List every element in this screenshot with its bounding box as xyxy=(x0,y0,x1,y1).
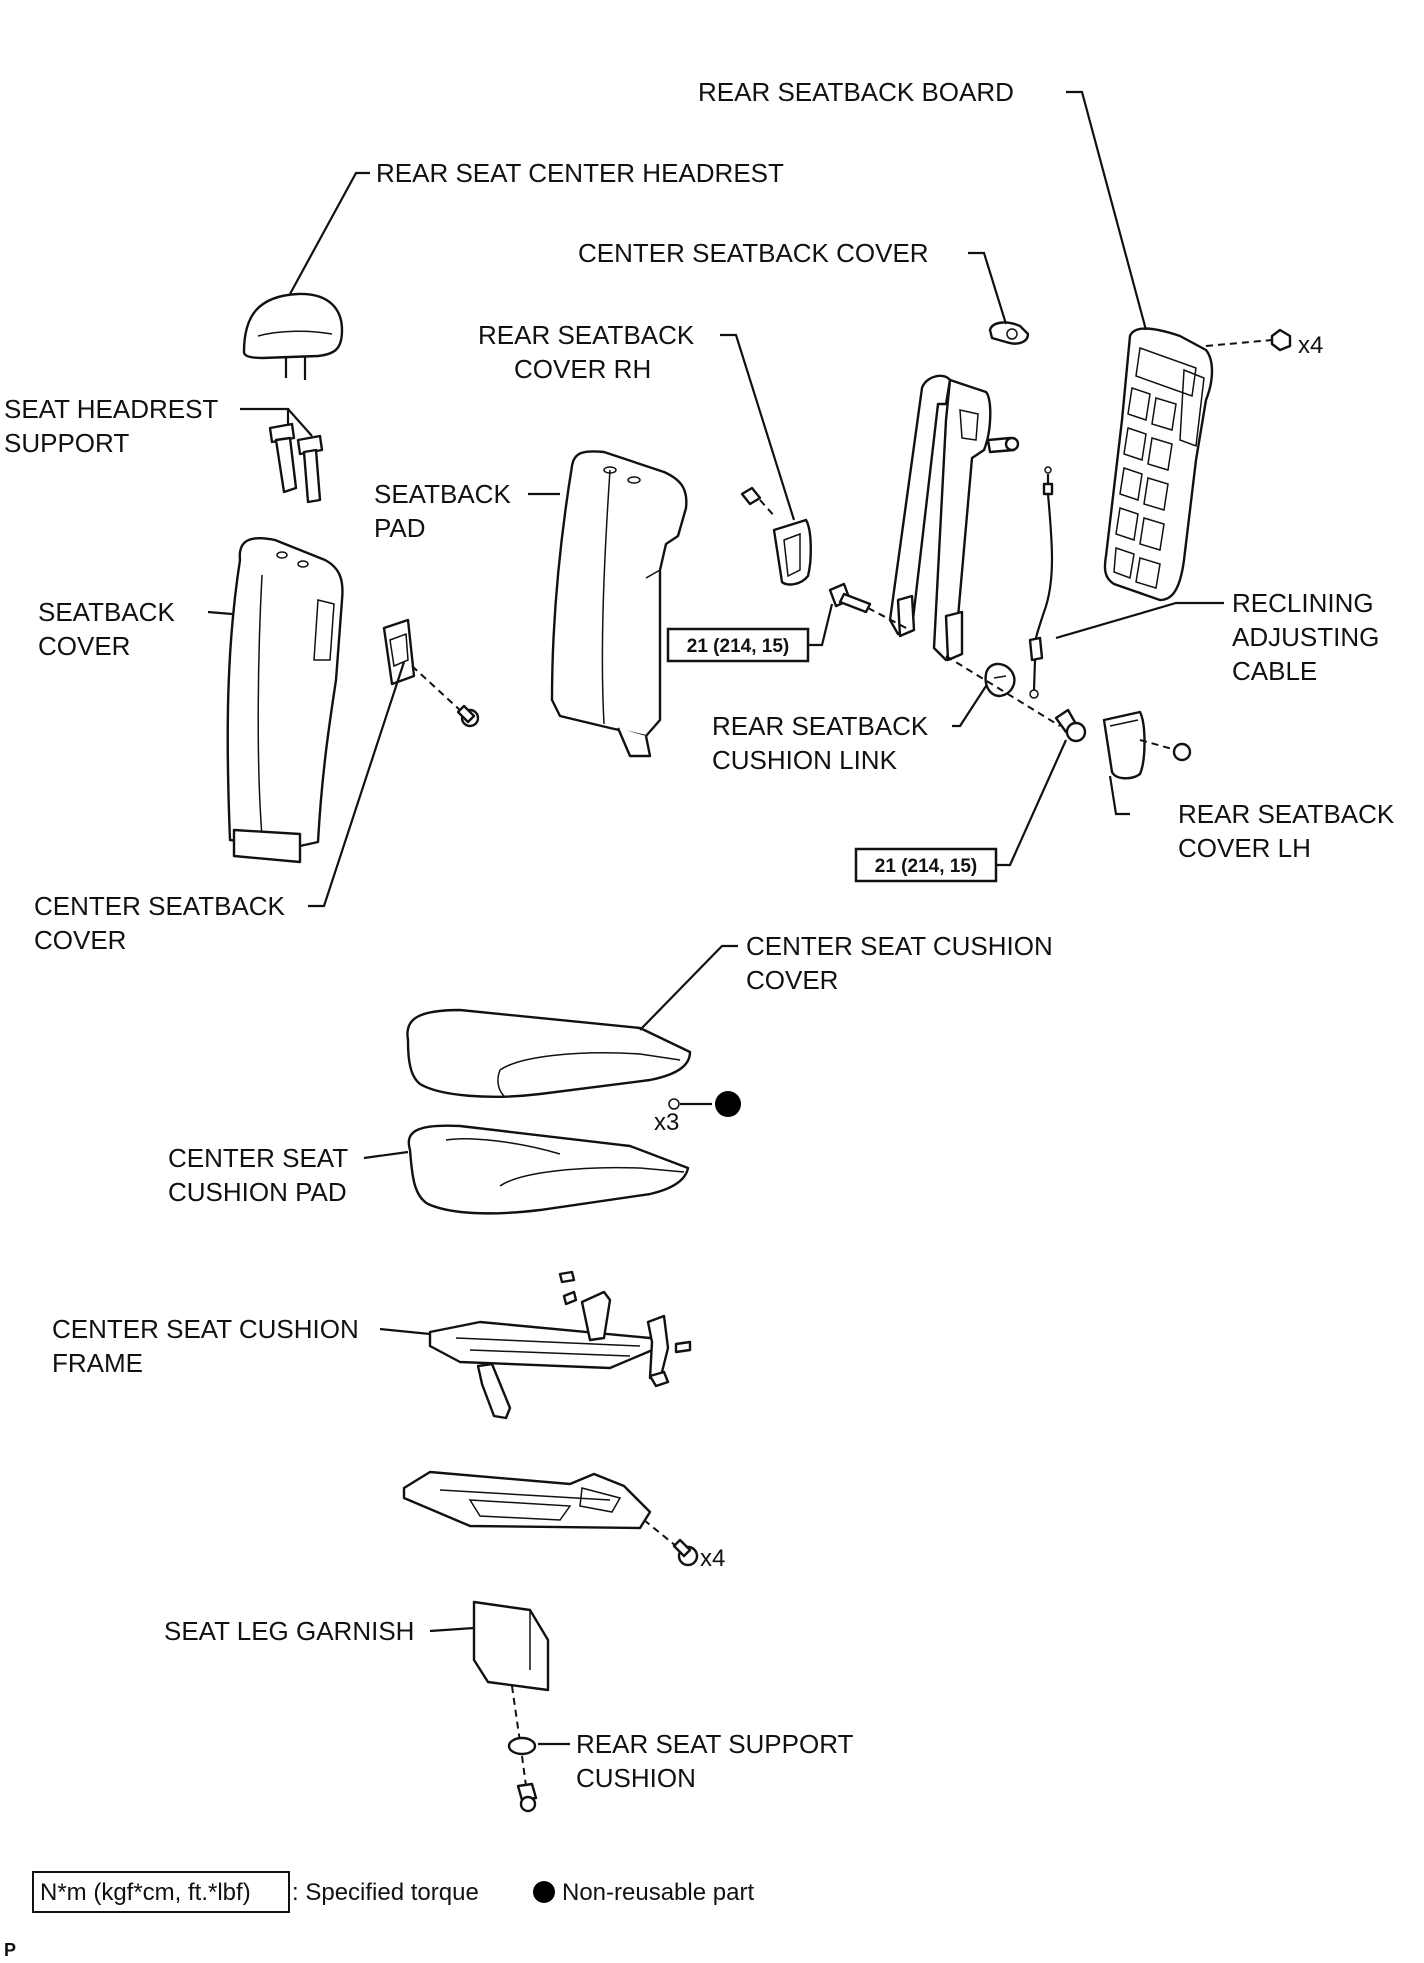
label-center-seatback-cover-line1: CENTER SEATBACK xyxy=(34,891,286,921)
center-seatback-cover-clip-drawing xyxy=(382,618,480,728)
support-cushion-drawing xyxy=(507,1736,538,1813)
label-seatback-pad-line1: SEATBACK xyxy=(374,479,511,509)
cushion-pad-drawing xyxy=(407,1124,690,1215)
label-seatback-cover-line1: SEATBACK xyxy=(38,597,175,627)
legend-torque-box-text: N*m (kgf*cm, ft.*lbf) xyxy=(40,1879,251,1906)
label-center-seatback-cover-top: CENTER SEATBACK COVER xyxy=(578,238,929,268)
label-cover-lh-line1: REAR SEATBACK xyxy=(1178,799,1395,829)
label-rear-seatback-board: REAR SEATBACK BOARD xyxy=(698,77,1014,107)
label-center-seatback-cover-line2: COVER xyxy=(34,925,126,955)
torque-bolt-upper-drawing xyxy=(828,582,911,631)
cushion-cover-drawing xyxy=(406,1008,741,1117)
headrest-drawing xyxy=(242,292,344,380)
label-reclining-cable-line1: RECLINING xyxy=(1232,588,1374,618)
label-cushion-frame-line2: FRAME xyxy=(52,1348,143,1378)
footer-code: P xyxy=(4,1940,16,1960)
seatback-cover-rh-drawing xyxy=(740,486,812,586)
label-rear-seatback-cover-rh-line2: COVER RH xyxy=(514,354,651,384)
torque-bolt-lower-drawing xyxy=(1054,708,1087,743)
legend-nonreusable-text: Non-reusable part xyxy=(562,1879,754,1906)
headrest-support-drawing xyxy=(268,422,324,504)
torque-box-upper: 21 (214, 15) xyxy=(666,627,810,663)
seatback-pad-drawing xyxy=(550,450,688,758)
label-support-cushion-line1: REAR SEAT SUPPORT xyxy=(576,1729,854,1759)
nonreusable-dot-icon xyxy=(533,1881,555,1903)
seat-leg-garnish-drawing xyxy=(472,1600,550,1743)
torque-box-lower: 21 (214, 15) xyxy=(854,847,998,883)
label-cushion-cover-line2: COVER xyxy=(746,965,838,995)
legend: N*m (kgf*cm, ft.*lbf) : Specified torque… xyxy=(32,1871,754,1913)
cushion-tray-drawing xyxy=(402,1470,699,1567)
legend-torque-text: : Specified torque xyxy=(292,1879,479,1906)
label-reclining-cable-line2: ADJUSTING xyxy=(1232,622,1379,652)
seatback-cover-lh-drawing xyxy=(1102,710,1192,780)
cushion-frame-drawing xyxy=(428,1270,692,1420)
rear-seatback-board-drawing xyxy=(1103,327,1292,602)
label-cushion-cover-line1: CENTER SEAT CUSHION xyxy=(746,931,1053,961)
reclining-cable-drawing xyxy=(1028,466,1054,699)
qty-board-bolts: x4 xyxy=(1298,332,1323,359)
label-cushion-frame-line1: CENTER SEAT CUSHION xyxy=(52,1314,359,1344)
label-cushion-pad-line2: CUSHION PAD xyxy=(168,1177,347,1207)
label-support-cushion-line2: CUSHION xyxy=(576,1763,696,1793)
label-rear-seat-center-headrest: REAR SEAT CENTER HEADREST xyxy=(376,158,784,188)
qty-hog-rings: x3 xyxy=(654,1109,679,1136)
label-cushion-link-line2: CUSHION LINK xyxy=(712,745,898,775)
leader-lines xyxy=(207,90,1224,1746)
cushion-link-drawing xyxy=(945,655,1061,727)
torque-value-lower: 21 (214, 15) xyxy=(875,856,977,877)
center-seatback-cover-top-drawing xyxy=(988,321,1030,345)
label-cushion-link-line1: REAR SEATBACK xyxy=(712,711,929,741)
label-seatback-cover-line2: COVER xyxy=(38,631,130,661)
seatback-cover-drawing xyxy=(226,537,344,864)
label-rear-seatback-cover-rh-line1: REAR SEATBACK xyxy=(478,320,695,350)
label-seat-headrest-support-line2: SUPPORT xyxy=(4,428,129,458)
label-seatback-pad-line2: PAD xyxy=(374,513,426,543)
seatback-frame-drawing xyxy=(888,374,1020,662)
label-seat-headrest-support-line1: SEAT HEADREST xyxy=(4,394,218,424)
label-cushion-pad-line1: CENTER SEAT xyxy=(168,1143,348,1173)
label-seat-leg-garnish: SEAT LEG GARNISH xyxy=(164,1616,414,1646)
label-reclining-cable-line3: CABLE xyxy=(1232,656,1317,686)
torque-value-upper: 21 (214, 15) xyxy=(687,636,789,657)
qty-frame-bolts: x4 xyxy=(700,1545,725,1572)
label-cover-lh-line2: COVER LH xyxy=(1178,833,1311,863)
